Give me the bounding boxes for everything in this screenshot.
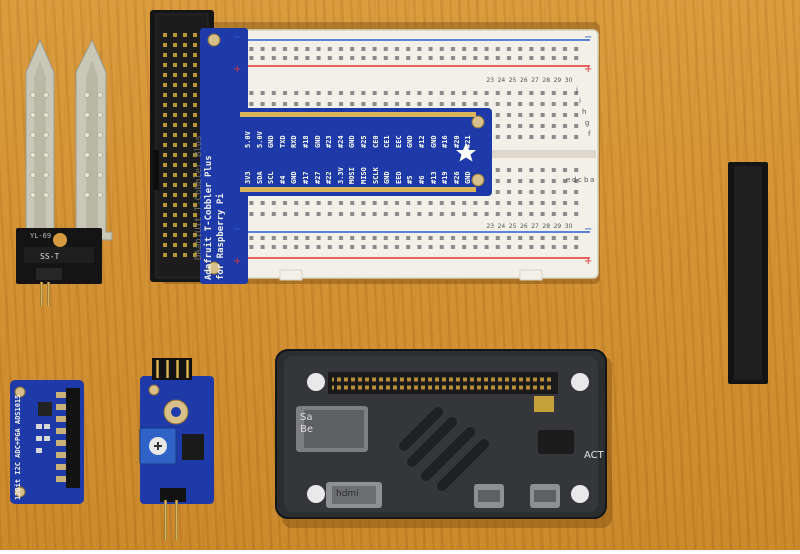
breadboard-column-number: 24: [497, 77, 506, 84]
rail-plus-bottom-right: +: [584, 256, 593, 267]
cobbler-top-pin-label: 5.0V: [255, 131, 264, 148]
cobbler-bottom-pin-label: EED: [394, 171, 403, 184]
breadboard-row-letter: f: [588, 130, 591, 138]
cobbler-bottom-pin-label: #26: [452, 171, 461, 184]
breadboard-row-letter: i: [579, 97, 581, 105]
breadboard-row-letter: h: [582, 108, 587, 116]
moisture-probe-board-text: YL-69: [30, 232, 52, 240]
cobbler-top-pin-label: RXD: [290, 135, 299, 148]
breadboard-row-letter: g: [585, 119, 590, 127]
cobbler-top-pin-label: #21: [464, 135, 473, 148]
cobbler-bottom-pin-label: #5: [406, 175, 415, 184]
breadboard-row-letter: c: [578, 176, 582, 184]
cobbler-bottom-pin-label: SCL: [267, 171, 276, 184]
cobbler-top-pin-label: #24: [336, 135, 345, 148]
cobbler-top-pin-label: GND: [267, 135, 276, 148]
cobbler-top-pin-label: GND: [313, 135, 322, 148]
breadboard-row-letter: a: [590, 176, 595, 184]
long-stacking-header: [672, 162, 768, 384]
moisture-probe-label: SS-T: [40, 252, 60, 261]
cobbler-bottom-pin-label: #17: [302, 171, 310, 184]
breadboard-row-letter: j: [576, 86, 578, 94]
cobbler-bottom-pin-label: 3.3V: [336, 167, 345, 184]
potentiometer-module: [139, 358, 214, 540]
pi-case-act-label: ACT: [584, 450, 604, 461]
cobbler-bottom-pin-label: SCLK: [371, 167, 380, 184]
pi-case-card-label: Sa Be: [300, 412, 314, 435]
cobbler-top-pin-label: 5.0V: [244, 131, 252, 148]
cobbler-top-pin-label: #18: [302, 135, 310, 148]
cobbler-bottom-pin-label: #6: [418, 175, 426, 184]
cobbler-top-pin-label: GND: [406, 135, 415, 148]
cobbler-top-pin-label: #12: [418, 135, 426, 148]
cobbler-top-pin-label: GND: [429, 135, 438, 148]
breadboard-column-number: 27: [531, 223, 539, 230]
breadboard-column-number: 25: [508, 223, 517, 230]
breadboard-column-number: 29: [553, 223, 562, 230]
adc-board-label: 12Bit I2C ADC+PGA ADS1015: [14, 394, 22, 500]
cobbler-bottom-pin-label: GND: [464, 171, 473, 184]
cobbler-bottom-pin-label: #4: [278, 175, 287, 184]
cobbler-title-line2: for Raspberry Pi: [216, 193, 226, 280]
breadboard-column-number: 23: [486, 77, 495, 84]
t-cobbler-plus: [200, 28, 492, 284]
breadboard-column-number: 25: [508, 77, 517, 84]
breadboard-column-number: 28: [542, 223, 551, 230]
ribbon-connector-label: DAabiUit T-Cobbler Blus: [194, 135, 204, 260]
rail-minus-top-left: −: [233, 32, 242, 43]
breadboard-column-number: 30: [564, 223, 573, 230]
pi-case-port-label: hdmi: [336, 489, 359, 499]
cobbler-top-pin-label: CE0: [371, 135, 380, 148]
rail-minus-bottom-right: −: [584, 224, 593, 235]
cobbler-bottom-pin-label: MISO: [360, 167, 368, 184]
breadboard-column-number: 26: [520, 223, 528, 230]
cobbler-top-pin-label: #20: [452, 135, 461, 148]
pi-zero-case: [275, 349, 607, 519]
rail-minus-top-right: −: [584, 32, 593, 43]
cobbler-top-pin-label: #23: [325, 135, 334, 148]
breadboard-column-number: 24: [497, 223, 506, 230]
cobbler-top-pin-label: #25: [360, 135, 368, 148]
cobbler-top-pin-label: TXD: [278, 135, 287, 148]
cobbler-bottom-pin-label: SDA: [255, 171, 264, 184]
breadboard-column-number: 23: [486, 223, 495, 230]
cobbler-top-pin-label: GND: [348, 135, 357, 148]
cobbler-title-line1: Adafruit T-Cobbler Plus: [204, 155, 214, 280]
breadboard-row-letter: b: [584, 176, 589, 184]
cobbler-bottom-pin-label: MOSI: [348, 167, 357, 184]
cobbler-bottom-pin-label: GND: [290, 171, 299, 184]
gpio-ribbon-connector: [150, 10, 214, 282]
cobbler-bottom-pin-label: 3V3: [244, 171, 252, 184]
cobbler-bottom-pin-label: #13: [429, 171, 438, 184]
rail-plus-top-left: +: [233, 64, 242, 75]
breadboard-column-number: 29: [553, 77, 562, 84]
adc-breakout: [10, 380, 84, 504]
cobbler-bottom-pin-label: #19: [441, 171, 450, 184]
breadboard-row-letter: d: [572, 176, 577, 184]
cobbler-bottom-pin-label: #27: [313, 171, 322, 184]
cobbler-top-pin-label: CE1: [383, 135, 392, 148]
cobbler-top-pin-label: EEC: [394, 135, 403, 148]
breadboard-column-number: 28: [542, 77, 551, 84]
breadboard-column-number: 26: [520, 77, 528, 84]
soil-moisture-probe: [16, 38, 113, 306]
cobbler-bottom-pin-label: GND: [383, 171, 392, 184]
breadboard-row-letter: e: [566, 176, 571, 184]
rail-minus-bottom-left: −: [233, 224, 242, 235]
cobbler-bottom-pin-label: #22: [325, 171, 334, 184]
rail-plus-top-right: +: [584, 64, 593, 75]
cobbler-top-pin-label: #16: [441, 135, 450, 148]
breadboard-column-number: 30: [564, 77, 573, 84]
rail-plus-bottom-left: +: [233, 256, 242, 267]
breadboard-column-number: 27: [531, 77, 539, 84]
